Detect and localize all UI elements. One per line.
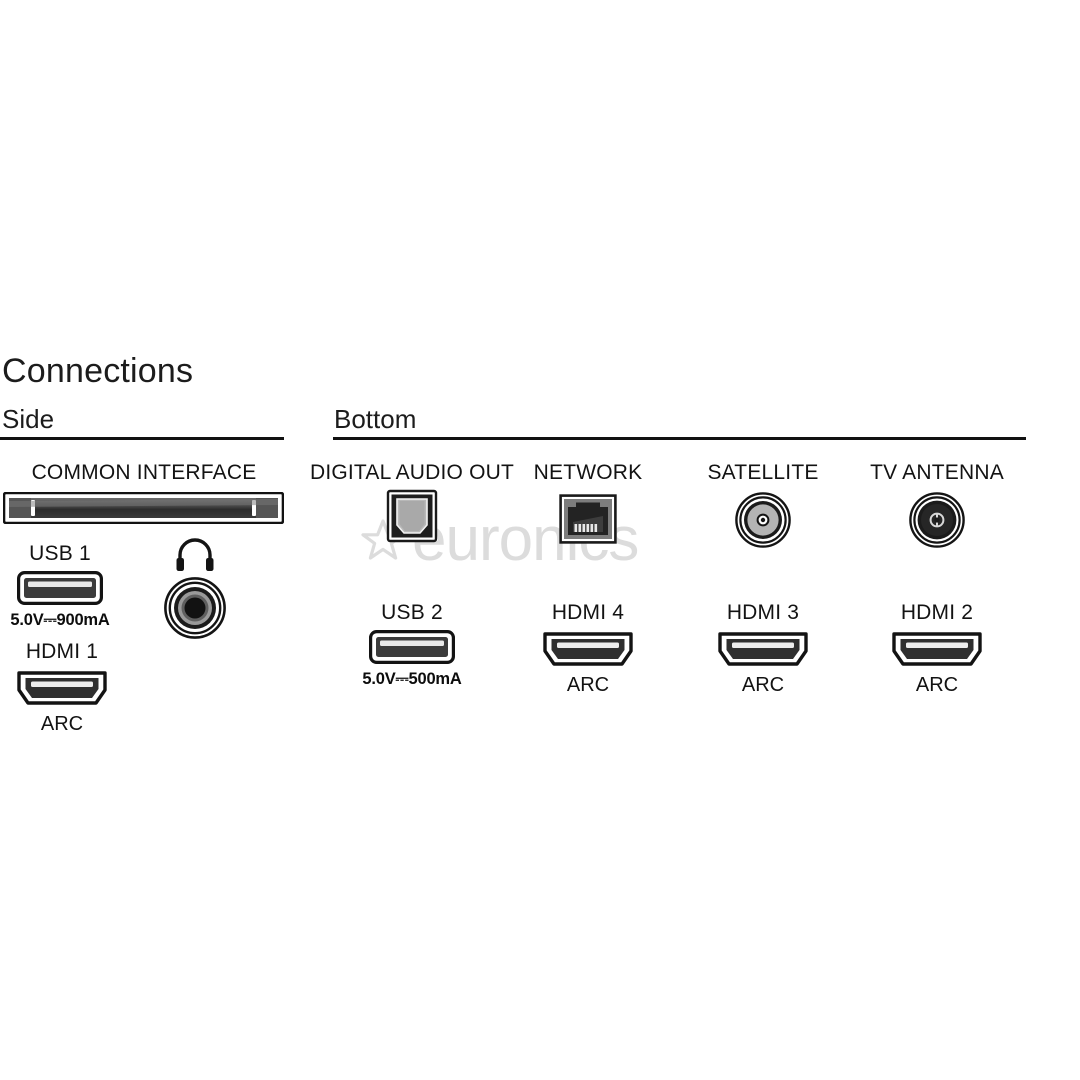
hdmi-port-icon bbox=[17, 671, 107, 705]
headphone-icon bbox=[176, 538, 214, 571]
port-hdmi-2-label: HDMI 2 bbox=[900, 601, 974, 624]
port-hdmi-2[interactable]: HDMI 2 ARC bbox=[862, 601, 1012, 697]
port-common-interface[interactable]: COMMON INTERFACE bbox=[0, 461, 288, 484]
hdmi-port-icon bbox=[718, 632, 808, 666]
page-title: Connections bbox=[2, 352, 194, 390]
port-hdmi-1[interactable]: HDMI 1 ARC bbox=[0, 640, 124, 736]
port-usb-1[interactable]: USB 1 5.0V⎓900mA bbox=[0, 542, 120, 630]
port-hdmi-1-arc: ARC bbox=[40, 713, 84, 736]
section-heading-side: Side bbox=[2, 404, 55, 434]
ci-slot-icon bbox=[3, 492, 284, 524]
port-tv-antenna[interactable]: TV ANTENNA bbox=[862, 461, 1012, 549]
port-usb-2-label: USB 2 bbox=[381, 601, 443, 624]
port-hdmi-2-arc: ARC bbox=[915, 674, 959, 697]
usb-port-icon bbox=[369, 630, 455, 665]
usb-port-icon bbox=[17, 571, 103, 606]
port-hdmi-4[interactable]: HDMI 4 ARC bbox=[513, 601, 663, 697]
port-common-interface-label: COMMON INTERFACE bbox=[31, 461, 257, 484]
satellite-coax-icon bbox=[735, 492, 791, 549]
port-tv-antenna-label: TV ANTENNA bbox=[870, 461, 1004, 484]
port-hdmi-3-arc: ARC bbox=[741, 674, 785, 697]
port-digital-audio-out-label: DIGITAL AUDIO OUT bbox=[309, 461, 515, 484]
port-hdmi-3-label: HDMI 3 bbox=[726, 601, 800, 624]
port-usb-2[interactable]: USB 2 5.0V⎓500mA bbox=[337, 601, 487, 689]
port-hdmi-4-arc: ARC bbox=[566, 674, 610, 697]
port-network-label: NETWORK bbox=[533, 461, 643, 484]
port-satellite-label: SATELLITE bbox=[707, 461, 819, 484]
section-divider-bottom bbox=[333, 437, 1026, 440]
optical-toslink-icon bbox=[386, 490, 438, 543]
port-usb-2-rating: 5.0V⎓500mA bbox=[362, 670, 462, 689]
port-network[interactable]: NETWORK bbox=[513, 461, 663, 544]
port-usb-1-rating: 5.0V⎓900mA bbox=[10, 611, 110, 630]
hdmi-port-icon bbox=[892, 632, 982, 666]
port-hdmi-1-label: HDMI 1 bbox=[25, 640, 99, 663]
rj45-network-icon bbox=[559, 494, 617, 544]
port-headphone[interactable] bbox=[150, 536, 240, 639]
tv-antenna-coax-icon bbox=[909, 492, 965, 549]
hdmi-port-icon bbox=[543, 632, 633, 666]
section-heading-bottom: Bottom bbox=[334, 404, 417, 434]
port-satellite[interactable]: SATELLITE bbox=[688, 461, 838, 549]
port-usb-1-label: USB 1 bbox=[29, 542, 91, 565]
section-divider-side bbox=[0, 437, 284, 440]
headphone-jack-icon bbox=[164, 577, 226, 639]
common-interface-slot-art[interactable] bbox=[3, 492, 284, 524]
port-digital-audio-out[interactable]: DIGITAL AUDIO OUT bbox=[310, 461, 514, 544]
port-hdmi-4-label: HDMI 4 bbox=[551, 601, 625, 624]
port-hdmi-3[interactable]: HDMI 3 ARC bbox=[688, 601, 838, 697]
